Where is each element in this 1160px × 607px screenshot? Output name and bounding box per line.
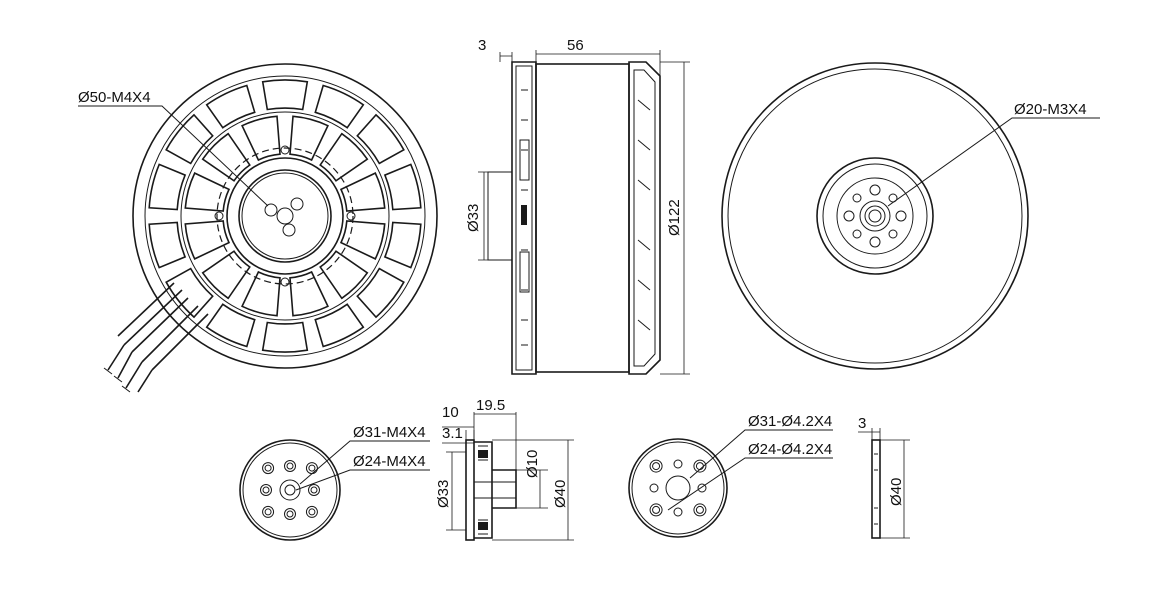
inner-cooling-pocket xyxy=(289,115,329,162)
adapter-inner-hole xyxy=(284,460,296,472)
adapter-inner-hole-bore xyxy=(262,486,270,494)
outer-cooling-pocket xyxy=(314,303,365,348)
inner-cooling-pocket xyxy=(319,132,369,182)
motor-rear-view: Ø20-M3X4 xyxy=(721,62,1100,370)
mount-outer-hole xyxy=(649,459,663,473)
adapter-inner-hole xyxy=(284,508,296,520)
inner-cooling-pocket xyxy=(319,250,369,300)
adapter-outer-dimension: Ø40 xyxy=(552,480,569,508)
plate-side-view: 3 Ø40 xyxy=(858,415,910,539)
mount-outer-hole xyxy=(693,459,707,473)
adapter-inner-hole-bore xyxy=(310,486,318,494)
outer-cooling-pocket xyxy=(148,221,187,269)
mount-outer-hole xyxy=(649,503,663,517)
mount-inner-hole xyxy=(673,507,683,517)
adapter-outer-hole xyxy=(262,462,275,475)
outer-cooling-pocket xyxy=(205,84,256,129)
outer-cooling-pocket xyxy=(356,113,405,165)
adapter-dim-10: 10 xyxy=(442,404,459,421)
mount-outer-pattern-label: Ø31-Ø4.2X4 xyxy=(748,413,832,430)
adapter-outer-hole-bore xyxy=(264,464,272,472)
outer-cooling-pocket xyxy=(314,84,365,129)
inner-cooling-pocket xyxy=(289,270,329,317)
adapter-inner-hole-bore xyxy=(286,462,294,470)
outer-cooling-pocket xyxy=(165,267,214,319)
outer-cooling-pocket xyxy=(261,321,309,353)
outer-cooling-pocket xyxy=(165,113,214,165)
adapter-inner-hole xyxy=(308,484,320,496)
mount-outer-hole-bore xyxy=(695,462,704,471)
motor-cables xyxy=(103,282,209,393)
adapter-inner-pattern-label: Ø24-M4X4 xyxy=(353,453,426,470)
adapter-outer-hole xyxy=(305,505,318,518)
adapter-bore-dimension: Ø10 xyxy=(524,450,541,478)
mount-outer-hole xyxy=(693,503,707,517)
adapter-dim-19-5: 19.5 xyxy=(476,397,505,414)
adapter-inner-hole-bore xyxy=(286,510,294,518)
adapter-outer-hole-bore xyxy=(264,508,272,516)
mount-inner-hole xyxy=(673,459,683,469)
adapter-hub-dimension: Ø33 xyxy=(435,480,452,508)
mount-inner-hole xyxy=(649,483,659,493)
outer-cooling-pocket xyxy=(356,267,405,319)
side-diameter-dimension: Ø122 xyxy=(666,199,683,236)
motor-side-view: 3 56 Ø33 Ø122 xyxy=(465,37,690,375)
adapter-dim-3-1: 3.1 xyxy=(442,425,463,442)
outer-cooling-pocket xyxy=(383,163,422,211)
front-hole-pattern-label: Ø50-M4X4 xyxy=(78,89,151,106)
side-flange-dimension: 3 xyxy=(478,37,486,54)
hub-hidden-outline xyxy=(216,147,354,285)
outer-cooling-pocket xyxy=(261,79,309,111)
adapter-side-view: 10 19.5 3.1 Ø10 Ø33 Ø40 xyxy=(435,397,574,541)
mount-inner-hole xyxy=(697,483,707,493)
inner-cooling-pocket xyxy=(339,220,386,260)
inner-cooling-pocket xyxy=(201,132,251,182)
plate-thickness-dimension: 3 xyxy=(858,415,866,432)
adapter-outer-hole-bore xyxy=(308,464,316,472)
outer-cooling-pocket xyxy=(383,221,422,269)
mount-outer-hole-bore xyxy=(652,462,661,471)
adapter-outer-pattern-label: Ø31-M4X4 xyxy=(353,424,426,441)
outer-cooling-pocket xyxy=(148,163,187,211)
inner-cooling-pocket xyxy=(201,250,251,300)
adapter-outer-hole xyxy=(262,505,275,518)
inner-cooling-pocket xyxy=(241,270,281,317)
plate-diameter-dimension: Ø40 xyxy=(888,478,905,506)
rear-hole-pattern-label: Ø20-M3X4 xyxy=(1014,101,1087,118)
inner-cooling-pocket xyxy=(339,172,386,212)
side-length-dimension: 56 xyxy=(567,37,584,54)
mount-outer-hole-bore xyxy=(695,505,704,514)
adapter-outer-hole xyxy=(305,462,318,475)
mount-outer-hole-bore xyxy=(652,505,661,514)
mount-plate-front-view: Ø31-Ø4.2X4 Ø24-Ø4.2X4 xyxy=(628,413,833,538)
side-shaft-dimension: Ø33 xyxy=(465,204,482,232)
adapter-inner-hole xyxy=(260,484,272,496)
adapter-outer-hole-bore xyxy=(308,508,316,516)
inner-cooling-pocket xyxy=(241,115,281,162)
mount-inner-pattern-label: Ø24-Ø4.2X4 xyxy=(748,441,832,458)
motor-front-view: Ø50-M4X4 xyxy=(78,63,438,393)
outer-cooling-pocket xyxy=(205,303,256,348)
adapter-front-view: Ø31-M4X4 Ø24-M4X4 xyxy=(239,424,430,541)
inner-cooling-pocket xyxy=(184,220,231,260)
inner-cooling-pocket xyxy=(184,172,231,212)
